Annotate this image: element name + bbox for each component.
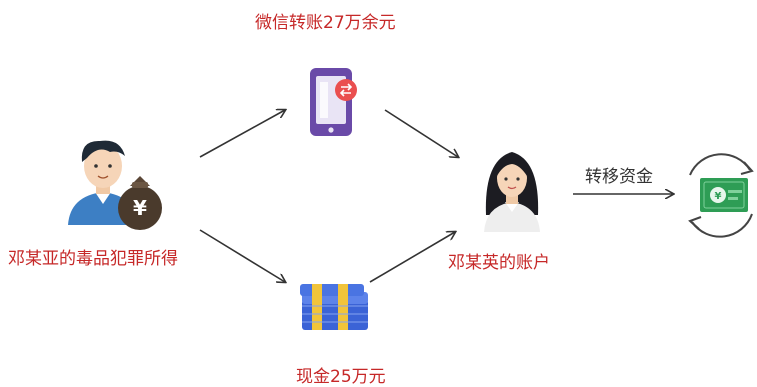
wechat-transfer-label: 微信转账27万余元 [255, 13, 396, 33]
yen-symbol: ¥ [133, 196, 147, 220]
arrow-cash-to-account [369, 232, 455, 283]
cash-label: 现金25万元 [296, 367, 386, 387]
transfer-funds-label: 转移资金 [585, 167, 653, 187]
cycle-yen-symbol: ¥ [715, 191, 722, 202]
drug-proceeds-label: 邓某亚的毒品犯罪所得 [8, 249, 178, 269]
account-label: 邓某英的账户 [448, 253, 550, 273]
arrow-man-to-phone [199, 110, 285, 158]
phone-transfer-icon [310, 68, 357, 136]
money-cycle-icon [688, 153, 754, 238]
cash-stack-icon [300, 284, 368, 330]
arrow-phone-to-account [384, 109, 458, 157]
arrow-man-to-cash [199, 229, 285, 282]
woman-avatar-icon [484, 152, 540, 232]
money-bag-icon [118, 176, 162, 230]
